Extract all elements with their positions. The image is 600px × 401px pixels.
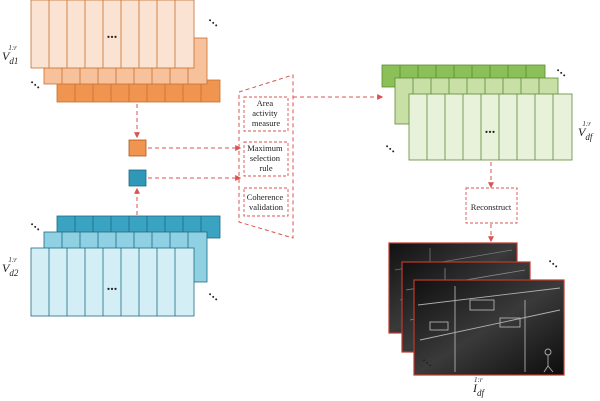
vd1-dots-bottom: ··· xyxy=(26,76,44,94)
arrows xyxy=(134,94,494,243)
vd1-feature-stack: ... ··· ··· xyxy=(26,0,222,103)
reconstructed-image-stack: ··· ··· xyxy=(388,242,565,376)
vd2-label: Vd21:r xyxy=(2,256,19,278)
vd1-ellipsis: ... xyxy=(107,27,118,42)
vd2-dots-bottom: ··· xyxy=(204,288,222,306)
images-dots-top: ··· xyxy=(544,255,562,273)
vd1-selector-square xyxy=(128,139,147,157)
vd2-dots-top: ··· xyxy=(26,218,44,236)
vdf-feature-stack: ... ··· ··· xyxy=(381,64,573,161)
vd2-selector-square xyxy=(128,169,147,187)
reconstruct-label: Reconstruct xyxy=(471,202,512,212)
vdf-layer-front: ... xyxy=(408,93,573,161)
coherence-box xyxy=(243,187,289,217)
reconstruct-box xyxy=(465,187,518,224)
area-activity-label: Area activity measure xyxy=(252,98,281,128)
vd2-feature-stack: ... ··· ··· xyxy=(26,215,222,317)
area-activity-box xyxy=(243,96,289,132)
max-selection-label: Maximum selection rule xyxy=(247,143,285,173)
vd2-layer-front: ... xyxy=(30,247,195,317)
vd1-layer-front: ... xyxy=(30,0,195,69)
vd2-ellipsis: ... xyxy=(107,279,118,294)
vd1-label: Vd11:r xyxy=(2,44,18,66)
vd1-dots-top: ··· xyxy=(204,14,222,32)
vdf-ellipsis: ... xyxy=(485,122,496,137)
vdf-dots-bottom: ··· xyxy=(381,140,399,158)
fusion-rules-box: Area activity measure Maximum selection … xyxy=(238,74,294,239)
vdf-label: Vdf1:r xyxy=(578,120,594,142)
coherence-label: Coherence validation xyxy=(247,192,285,212)
idf-label: Idf1:r xyxy=(472,376,486,398)
max-selection-box xyxy=(243,141,289,177)
image-front xyxy=(413,279,565,376)
